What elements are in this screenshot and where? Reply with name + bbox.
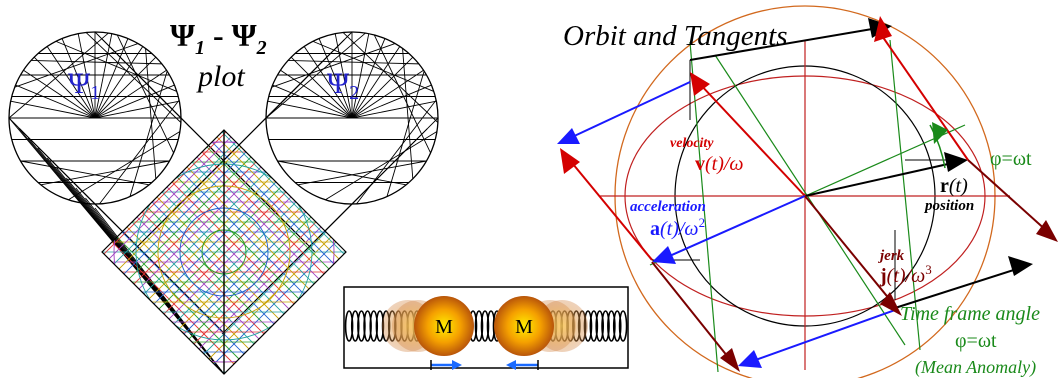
- psi2-label: Ψ2: [327, 67, 359, 104]
- mass-2: [494, 296, 554, 356]
- acceleration-word: acceleration: [630, 199, 706, 215]
- position-word: position: [923, 198, 974, 214]
- acceleration-vector-2: [557, 81, 691, 144]
- orbit-title: Orbit and Tangents: [563, 20, 788, 52]
- position-vector: [804, 152, 968, 197]
- velocity-vector: [690, 72, 806, 197]
- mass-1: [414, 296, 474, 356]
- velocity-vector-3: [560, 148, 653, 261]
- phi-label: φ=ωt: [990, 148, 1032, 170]
- psi2-circle: [265, 31, 439, 205]
- jerk-word: jerk: [878, 248, 905, 264]
- mass-1-arrow: [430, 360, 462, 370]
- acceleration-label: a(t)/ω2: [650, 215, 705, 240]
- psi-plot-title-line2: plot: [196, 60, 245, 93]
- mass-2-label: M: [515, 316, 533, 338]
- jerk-vector-3: [651, 261, 740, 372]
- psi1-circle: [8, 31, 182, 205]
- acceleration-vector-3: [738, 309, 896, 368]
- jerk-vector: [804, 195, 902, 316]
- jerk-label: j(t)/ω3: [879, 262, 932, 287]
- mass-2-arrow: [506, 360, 539, 370]
- spring-mass-diagram: M M: [343, 286, 629, 370]
- velocity-vector-2: [874, 16, 969, 161]
- orbit-diagram: [557, 5, 1058, 378]
- angle-marker: [929, 122, 948, 169]
- phi-label-2: φ=ωt: [955, 330, 997, 352]
- acceleration-vector: [652, 195, 806, 264]
- mass-1-label: M: [435, 316, 453, 338]
- tangent-arrow-bottom: [894, 256, 1033, 309]
- velocity-word: velocity: [670, 136, 714, 151]
- jerk-vector-2: [967, 159, 1058, 242]
- position-label: r(t): [940, 175, 968, 197]
- psi1-label: Ψ1: [68, 67, 100, 104]
- mean-anomaly-label: (Mean Anomaly): [915, 357, 1036, 378]
- time-frame-label: Time frame angle: [900, 303, 1040, 325]
- psi-plot-title: Ψ1 - Ψ2: [170, 17, 267, 59]
- velocity-label: v(t)/ω: [695, 153, 744, 175]
